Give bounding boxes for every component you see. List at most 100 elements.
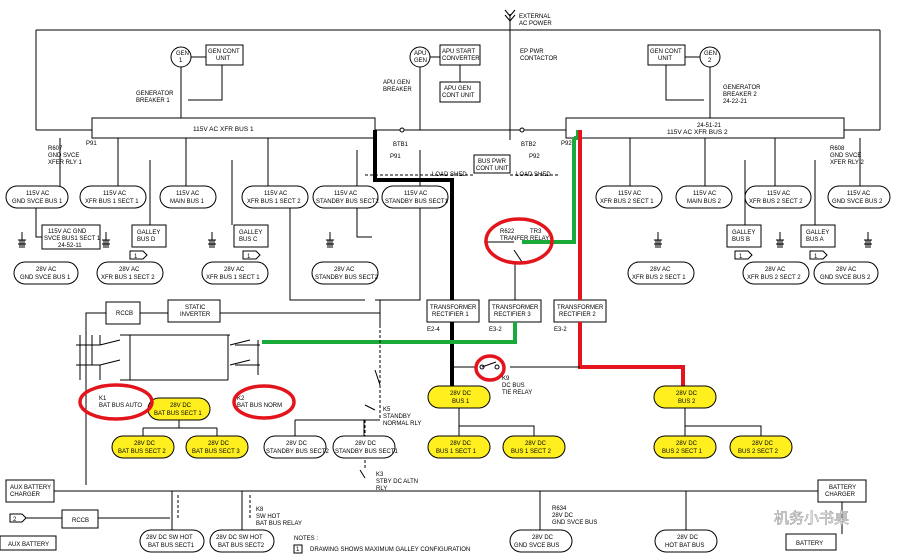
ac-xfr-bus-1-sect-1	[79, 185, 147, 209]
p91-label: P91	[86, 141, 97, 147]
load-shed-left-label: LOAD SHED	[432, 172, 467, 178]
aux-battery	[0, 535, 57, 551]
dc-bat-bus-sect-1-label: 28V DC	[170, 403, 192, 409]
ep-pwr-contactor-label-2: CONTACTOR	[520, 56, 558, 62]
k5-label-3: NORMAL RLY	[383, 421, 421, 427]
ac-gnd-svce-bus-1-label-2: GND SVCE BUS 1	[12, 199, 63, 205]
ac28-gnd-svce-bus-1	[13, 261, 79, 285]
gnd-svce-bus1-sect1-label: 115V AC GND	[48, 229, 87, 235]
xfr-bus-1-label: 115V AC XFR BUS 1	[193, 126, 254, 133]
rccb-top-label: RCCB	[116, 311, 133, 317]
aux-battery-charger-label: AUX BATTERY	[10, 485, 51, 491]
galley-bus-b-label-2: BUS B	[732, 237, 750, 243]
ac28-xfr-bus-2-sect-2	[742, 261, 810, 285]
btb1-label: BTB1	[393, 142, 409, 148]
dc-standby-bus-sect1-label: 28V DC	[355, 441, 377, 447]
dc-bus-1-label-2: BUS 1	[452, 399, 470, 405]
ac28-gnd-svce-bus-1-label: 28V AC	[36, 267, 57, 273]
dc-bat-bus-sect-2-label-2: BAT BUS SECT 2	[118, 449, 166, 455]
apu-gen-breaker-label-2: BREAKER	[383, 87, 412, 93]
dc-bus-2-sect-2-label-2: BUS 2 SECT 2	[738, 449, 779, 455]
note-flag-b: 1	[739, 254, 743, 260]
static-inverter-label: STATIC	[185, 305, 206, 311]
dc-hot-bat-bus-label-2: HOT BAT BUS	[665, 543, 704, 549]
static-inverter	[167, 299, 221, 323]
ac28-xfr-bus-1-sect-2	[96, 261, 164, 285]
k8-label-2: SW HOT	[256, 514, 280, 520]
ac28-xfr-bus-1-sect-1-label-2: XFR BUS 1 SECT 1	[206, 275, 260, 281]
gnd-svce-bus1-sect1-ref: 24-52-11	[58, 243, 82, 249]
dc-bat-bus-sect-3-label-2: BAT BUS SECT 3	[192, 449, 240, 455]
galley-bus-d-label: GALLEY	[137, 230, 160, 236]
galley-bus-c-label-2: BUS C	[239, 237, 258, 243]
note-flag-a: 1	[814, 254, 818, 260]
load-shed-right-label: LOAD SHED	[516, 172, 551, 178]
galley-bus-d	[131, 224, 167, 248]
ac28-xfr-bus-2-sect-1-label: 28V AC	[650, 267, 671, 273]
k9-contact-b	[494, 364, 500, 370]
dc-sw-hot-bat-bus-sect2-label-2: BAT BUS SECT2	[218, 543, 265, 549]
ac-standby-bus-sect1-label: 115V AC	[404, 191, 428, 197]
k3-label-3: RLY	[376, 486, 387, 492]
battery-charger-label: BATTERY	[829, 485, 856, 491]
r622-contacts	[484, 241, 523, 300]
ac-xfr-bus-2-sect-1-label: 115V AC	[618, 191, 642, 197]
aux-battery-label: AUX BATTERY	[8, 542, 49, 548]
notes-title: NOTES :	[294, 536, 318, 542]
galley-bus-b	[726, 224, 762, 248]
tr1-label: TRANSFORMER	[430, 305, 477, 311]
battery-bus-switching	[76, 334, 259, 381]
ac-gnd-svce-bus-2-label: 115V AC	[847, 191, 871, 197]
apu-gen-cont-unit-label: APU GEN	[444, 86, 471, 92]
ac-xfr-bus-2-sect-2-label: 115V AC	[767, 191, 791, 197]
external-power-label: EXTERNAL	[519, 14, 551, 20]
standby-wires	[289, 208, 421, 301]
ac28-standby-bus-sect2-label-2: STANDBY BUS SECT2	[315, 275, 378, 281]
ac-main-bus-2-label: 115V AC	[693, 191, 717, 197]
transformer-symbols	[18, 232, 872, 248]
dc-bat-bus-sect-1-label-2: BAT BUS SECT 1	[154, 411, 202, 417]
ac-xfr-bus-2-sect-2-label-2: XFR BUS 2 SECT 2	[749, 199, 803, 205]
gen2-wires	[665, 56, 711, 118]
apu-wires	[419, 56, 461, 130]
battery	[785, 533, 837, 551]
bus-pwr-cont-unit-label: BUS PWR	[478, 159, 507, 165]
notes-num-box	[293, 544, 303, 554]
rccb-bottom	[61, 509, 99, 529]
ac28-gnd-svce-bus-1-label-2: GND SVCE BUS 1	[20, 275, 71, 281]
k3-label-2: STBY DC ALTN	[376, 479, 418, 485]
ac-gnd-svce-bus-1	[5, 185, 69, 209]
gen1-wires	[180, 56, 223, 118]
galley-bus-d-label-2: BUS D	[137, 237, 156, 243]
btb2-label: BTB2	[521, 142, 537, 148]
r634-label-3: GND SVCE BUS	[552, 520, 597, 526]
gen-cont-unit-2-label-2: UNIT	[658, 56, 672, 62]
tr2-ref: E3-2	[554, 327, 567, 333]
left-drop-lines	[59, 138, 421, 225]
note-flags	[129, 250, 828, 260]
apu-gen-cont-unit-label-2: CONT UNIT	[442, 93, 475, 99]
ac-main-bus-1	[159, 185, 217, 209]
dc-sw-hot-bat-bus-sect2-label: 28V DC SW HOT	[216, 535, 263, 541]
k2-contacts	[235, 344, 260, 366]
aux-battery-charger	[5, 479, 55, 503]
apu-start-converter-label-2: CONVERTER	[442, 56, 480, 62]
dc-bus-1-sect-2-label: 28V DC	[525, 441, 547, 447]
galley-bus-a	[800, 224, 836, 248]
ac28-gnd-svce-bus-2-label: 28V AC	[836, 267, 857, 273]
dc-bus-2-label-2: BUS 2	[678, 399, 696, 405]
r607-label: R607	[48, 146, 63, 152]
p92-label: P92	[529, 154, 540, 160]
dc-bus-2-sect-1-label-2: BUS 2 SECT 1	[662, 449, 703, 455]
k-switch-blades	[359, 369, 381, 479]
gnd-svce-bus1-sect1-wire	[35, 208, 42, 238]
gen-breaker-2-label-2: BREAKER 2	[723, 92, 757, 98]
btb1-contact	[399, 127, 405, 133]
p91b-label: P91	[390, 154, 401, 160]
k9-label: K9	[502, 376, 510, 382]
ac-xfr-bus-1-sect-2-label: 115V AC	[264, 191, 288, 197]
note-flag-c: 1	[247, 254, 251, 260]
dc-bus-2-sect-2-label: 28V DC	[752, 441, 774, 447]
notes-text: DRAWING SHOWS MAXIMUM GALLEY CONFIGURATI…	[310, 547, 470, 553]
